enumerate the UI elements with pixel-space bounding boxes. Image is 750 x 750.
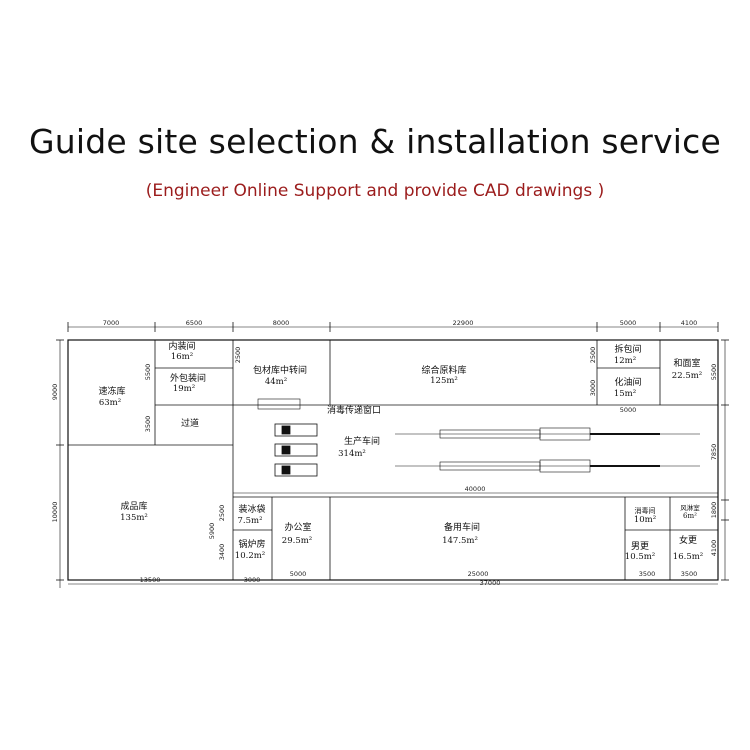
dim-inner-3: 3000 <box>589 380 597 397</box>
room-raw-material: 综合原料库 <box>421 364 466 376</box>
room-air-shower-area: 6m² <box>683 512 697 520</box>
dim-right-4: 4100 <box>710 540 718 557</box>
room-ice-bag-area: 7.5m² <box>238 516 263 526</box>
room-spare-workshop-area: 147.5m² <box>442 536 478 546</box>
dim-inner-1: 2500 <box>234 347 242 364</box>
dim-inner-5: 3400 <box>218 544 226 561</box>
dim-bottom-2: 3000 <box>244 576 261 584</box>
dim-top-1: 7000 <box>103 319 120 327</box>
dim-right-1: 5500 <box>710 364 718 381</box>
dim-right-3: 1800 <box>710 502 718 519</box>
room-boiler: 锅炉房 <box>238 538 265 550</box>
dim-total: 37000 <box>480 579 501 587</box>
room-raw-material-area: 125m² <box>430 376 458 386</box>
dim-inner-2: 2500 <box>589 347 597 364</box>
page-subtitle: (Engineer Online Support and provide CAD… <box>145 181 605 201</box>
label-disinfect-window: 消毒传递窗口 <box>327 404 381 416</box>
page-title: Guide site selection & installation serv… <box>28 122 722 161</box>
dim-left-2: 10000 <box>51 502 59 523</box>
dim-left-1: 9000 <box>51 384 59 401</box>
dim-bottom-4: 25000 <box>468 570 489 578</box>
room-packaging-transfer-area: 44m² <box>265 377 287 387</box>
dim-top-2: 6500 <box>186 319 203 327</box>
room-packaging-transfer: 包材库中转间 <box>253 364 307 376</box>
dim-oil-width: 5000 <box>620 406 637 414</box>
room-oil-melt-area: 15m² <box>614 389 636 399</box>
dim-left-inner-2: 3500 <box>144 416 152 433</box>
room-dough: 和面室 <box>673 357 700 369</box>
room-dough-area: 22.5m² <box>672 371 702 381</box>
room-boiler-area: 10.2m² <box>235 551 265 561</box>
room-women-change-area: 16.5m² <box>673 552 703 562</box>
room-production: 生产车间 <box>344 435 380 447</box>
room-outer-pack-area: 19m² <box>173 384 195 394</box>
room-finished-area: 135m² <box>120 513 148 523</box>
room-women-change: 女更 <box>679 534 697 546</box>
room-quick-freeze-area: 63m² <box>99 398 121 408</box>
room-disinfect-area: 10m² <box>634 515 656 525</box>
room-spare-workshop: 备用车间 <box>444 521 480 533</box>
dim-top-3: 8000 <box>273 319 290 327</box>
dim-bottom-1: 13500 <box>140 576 161 584</box>
dim-top-5: 5000 <box>620 319 637 327</box>
room-office-area: 29.5m² <box>282 536 312 546</box>
room-inner-pack: 内装间 <box>168 340 195 352</box>
dim-inner-6: 5900 <box>208 523 216 540</box>
dim-top-6: 4100 <box>681 319 698 327</box>
dim-bottom-6: 3500 <box>681 570 698 578</box>
dim-inner-4: 2500 <box>218 505 226 522</box>
room-disinfect: 消毒间 <box>635 506 656 515</box>
dim-bottom-5: 3500 <box>639 570 656 578</box>
dim-bottom-3: 5000 <box>290 570 307 578</box>
room-oil-melt: 化油间 <box>614 376 641 388</box>
room-corridor: 过道 <box>181 417 199 429</box>
room-production-area: 314m² <box>338 449 366 459</box>
room-men-change: 男更 <box>631 541 649 552</box>
room-finished: 成品库 <box>120 500 147 512</box>
room-quick-freeze: 速冻库 <box>98 385 125 397</box>
room-men-change-area: 10.5m² <box>625 552 655 562</box>
room-outer-pack: 外包装间 <box>170 372 206 384</box>
room-inner-pack-area: 16m² <box>171 352 193 362</box>
room-office: 办公室 <box>284 521 311 533</box>
room-air-shower: 风淋室 <box>680 503 700 512</box>
dim-middle: 40000 <box>465 485 486 493</box>
room-unpack-area: 12m² <box>614 356 636 366</box>
room-ice-bag: 装冰袋 <box>238 503 265 515</box>
room-unpack: 拆包间 <box>614 343 641 355</box>
dim-left-inner-1: 5500 <box>144 364 152 381</box>
dim-top-4: 22900 <box>453 319 474 327</box>
dim-right-2: 7850 <box>710 444 718 461</box>
